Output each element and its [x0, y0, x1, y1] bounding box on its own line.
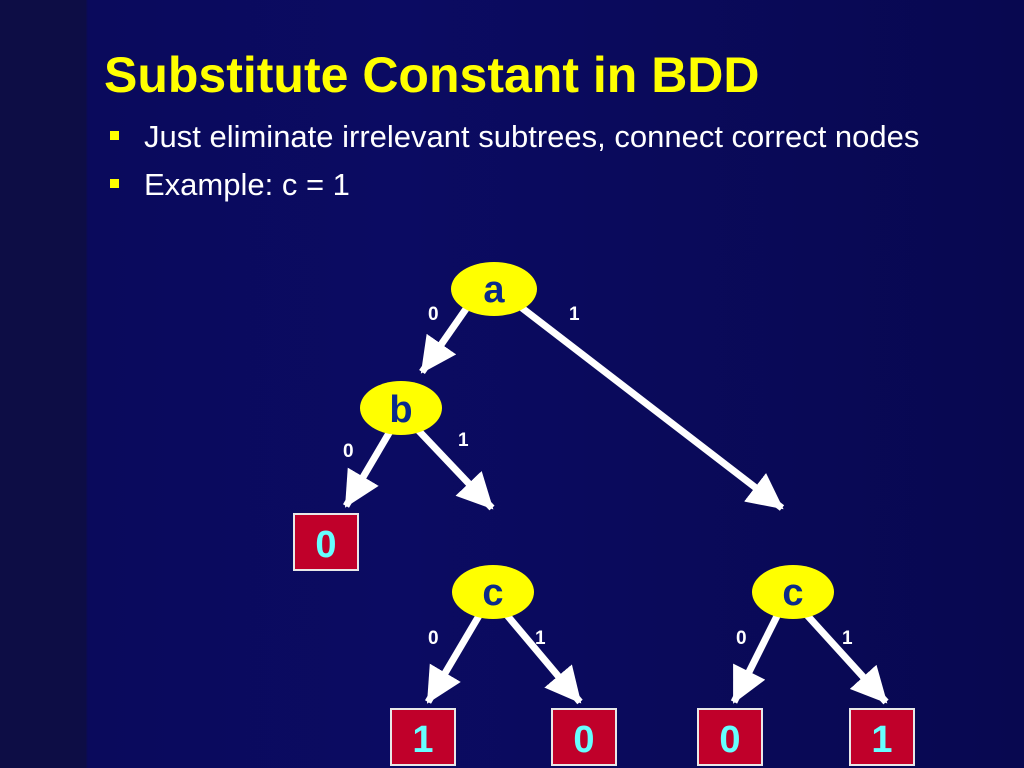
node-a	[451, 262, 537, 316]
edge-label-b-1: 1	[458, 430, 469, 451]
node-c-right	[752, 565, 834, 619]
slide-title: Substitute Constant in BDD	[104, 47, 760, 103]
bullet-text: Just eliminate irrelevant subtrees, conn…	[144, 119, 920, 154]
square-bullet-icon	[110, 179, 119, 188]
terminal-b-0	[293, 513, 359, 571]
terminal-cr-1-label: 1	[871, 719, 892, 761]
edge-a-1	[519, 305, 785, 511]
edge-label-cl-0: 0	[428, 628, 439, 649]
terminal-cr-0	[697, 708, 763, 766]
edge-label-a-1: 1	[569, 304, 580, 325]
edge-cl-0	[424, 612, 484, 704]
bullet-item: Just eliminate irrelevant subtrees, conn…	[108, 120, 988, 154]
terminal-cl-1	[551, 708, 617, 766]
edge-a-0	[419, 303, 471, 375]
terminal-cr-1	[849, 708, 915, 766]
edge-label-cl-1: 1	[535, 628, 546, 649]
edge-b-0	[342, 426, 396, 508]
edge-cr-0	[730, 612, 782, 704]
edge-label-cr-0: 0	[736, 628, 747, 649]
edge-b-1	[415, 427, 495, 511]
bullet-list: Just eliminate irrelevant subtrees, conn…	[108, 120, 988, 216]
terminal-cl-1-label: 0	[573, 719, 594, 761]
edge-cl-1	[503, 611, 583, 705]
terminal-cl-0-label: 1	[412, 719, 433, 761]
edge-label-a-0: 0	[428, 304, 439, 325]
edge-cr-1	[803, 611, 889, 705]
node-b	[360, 381, 442, 435]
node-c-right-label: c	[782, 572, 803, 614]
terminal-cr-0-label: 0	[719, 719, 740, 761]
terminal-b-0-label: 0	[315, 524, 336, 566]
node-c-left	[452, 565, 534, 619]
bullet-item: Example: c = 1	[108, 168, 988, 202]
node-b-label: b	[389, 389, 412, 431]
edge-label-b-0: 0	[343, 441, 354, 462]
edge-label-cr-1: 1	[842, 628, 853, 649]
bullet-text: Example: c = 1	[144, 167, 350, 202]
terminal-cl-0	[390, 708, 456, 766]
node-a-label: a	[483, 269, 505, 311]
node-c-left-label: c	[482, 572, 503, 614]
square-bullet-icon	[110, 131, 119, 140]
